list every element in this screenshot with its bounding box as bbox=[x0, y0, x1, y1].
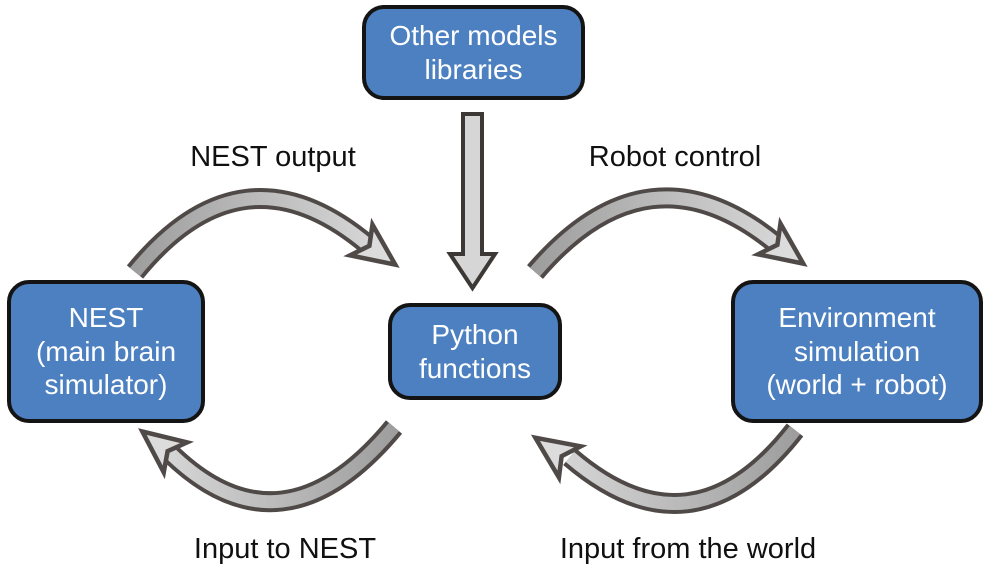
box-line: Other models bbox=[389, 19, 558, 51]
box-line: (main brain bbox=[35, 335, 177, 367]
box-line: Python bbox=[431, 318, 519, 350]
curved-arrow-input-from-world bbox=[530, 423, 804, 515]
label-input-to-nest: Input to NEST bbox=[193, 533, 377, 565]
box-other-models-libraries: Other models libraries bbox=[362, 5, 585, 100]
straight-down-arrow bbox=[446, 112, 499, 292]
label-nest-output: NEST output bbox=[190, 141, 356, 173]
box-line: libraries bbox=[424, 53, 523, 85]
curved-arrow-input-to-nest bbox=[138, 420, 403, 513]
box-python-functions: Python functions bbox=[388, 303, 562, 400]
box-line: NEST bbox=[68, 302, 144, 334]
label-robot-control: Robot control bbox=[588, 141, 762, 173]
box-line: functions bbox=[418, 352, 532, 384]
box-line: simulator) bbox=[44, 369, 168, 401]
curved-arrow-robot-control bbox=[527, 187, 808, 279]
box-line: simulation bbox=[793, 335, 921, 367]
box-environment-simulation: Environment simulation (world + robot) bbox=[731, 280, 983, 423]
box-line: (world + robot) bbox=[766, 369, 948, 401]
curved-arrow-nest-output bbox=[126, 187, 400, 279]
box-line: Environment bbox=[778, 302, 936, 334]
label-input-from-world: Input from the world bbox=[559, 533, 817, 565]
box-nest-main-brain-simulator: NEST (main brain simulator) bbox=[7, 280, 205, 423]
